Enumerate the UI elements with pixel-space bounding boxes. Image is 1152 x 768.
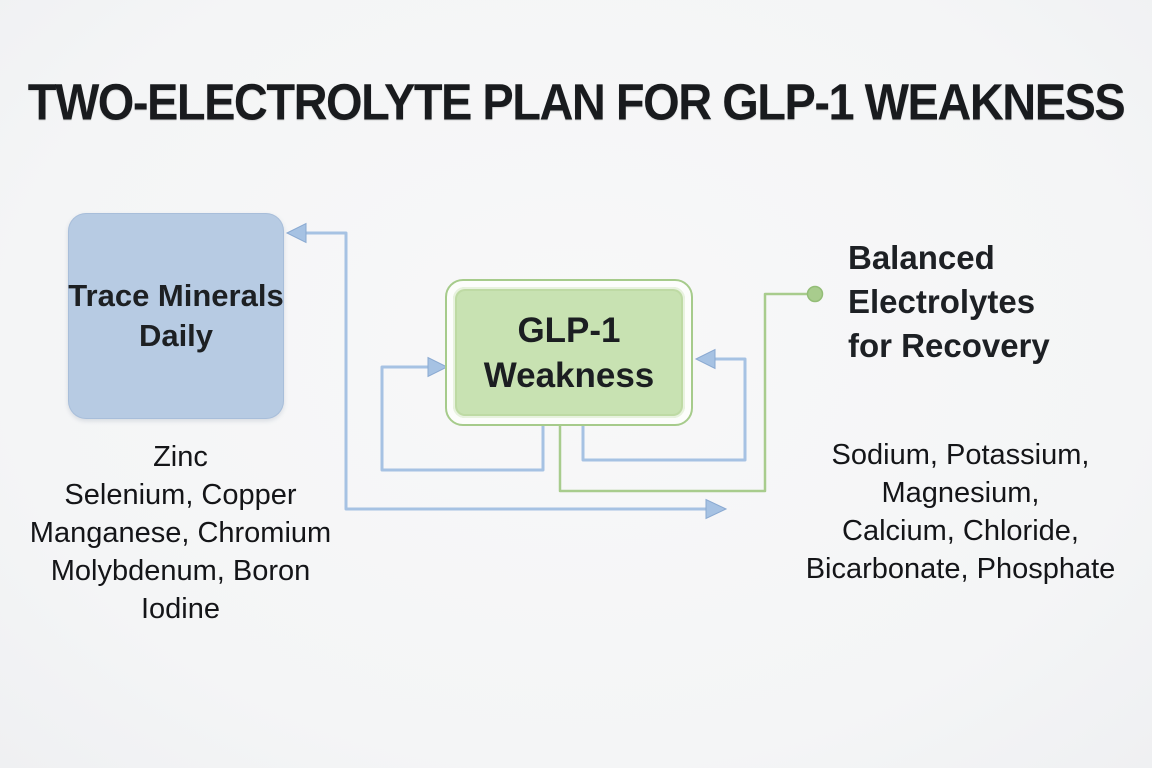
- arrowhead-into-glp1-right: [694, 348, 716, 370]
- arrowhead-into-trace-minerals: [285, 222, 307, 244]
- list-item: Selenium, Copper: [64, 479, 297, 511]
- arrowhead-bottom-right: [705, 498, 728, 520]
- connector-glp1-right-loop: [581, 357, 747, 462]
- arrowhead-into-glp1-left: [427, 356, 449, 378]
- connector-glp1-left-loop: [380, 365, 545, 472]
- list-electrolytes: Sodium, Potassium, Magnesium, Calcium, C…: [788, 436, 1133, 588]
- connector-trace-minerals-line: [306, 231, 706, 511]
- list-item: Sodium, Potassium,: [831, 439, 1090, 471]
- page-title: TWO-ELECTROLYTE PLAN FOR GLP-1 WEAKNESS: [27, 73, 1126, 131]
- list-item: Zinc: [153, 441, 208, 473]
- node-trace-minerals-label: Trace Minerals Daily: [68, 278, 284, 353]
- list-trace-minerals: Zinc Selenium, Copper Manganese, Chromiu…: [8, 438, 353, 628]
- node-glp1-weakness-label: GLP-1 Weakness: [483, 310, 655, 395]
- node-glp1-weakness-inner: GLP-1 Weakness: [453, 287, 685, 418]
- connector-glp1-to-electrolytes: [558, 292, 808, 493]
- list-item: Calcium, Chloride,: [842, 515, 1079, 547]
- heading-balanced-electrolytes: Balanced Electrolytes for Recovery: [848, 239, 1050, 364]
- list-item: Magnesium,: [881, 477, 1040, 509]
- node-trace-minerals: Trace Minerals Daily: [68, 213, 284, 419]
- list-item: Molybdenum, Boron: [50, 555, 311, 587]
- list-item: Iodine: [140, 593, 220, 625]
- connector-endpoint-dot: [806, 285, 824, 303]
- list-item: Bicarbonate, Phosphate: [805, 553, 1116, 585]
- node-glp1-weakness: GLP-1 Weakness: [445, 279, 693, 426]
- list-item: Manganese, Chromium: [29, 517, 332, 549]
